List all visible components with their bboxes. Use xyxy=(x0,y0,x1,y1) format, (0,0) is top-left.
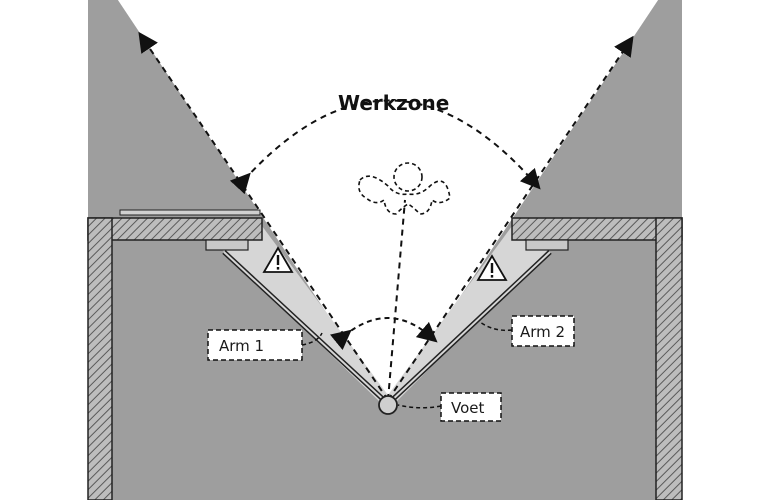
work-zone-area xyxy=(118,0,658,405)
arm-2-shade xyxy=(388,226,548,402)
warning-triangle-icon xyxy=(262,246,294,273)
person-outline-icon xyxy=(358,162,451,215)
foot-pivot xyxy=(378,395,398,415)
bracket-right xyxy=(525,239,569,251)
label-arm-2: Arm 2 xyxy=(479,315,575,347)
label-arm-1: Arm 1 xyxy=(207,329,323,361)
arms xyxy=(222,250,552,404)
diagram-title: Werkzone xyxy=(338,91,449,115)
label-foot: Voet xyxy=(397,392,502,422)
svg-text:Arm 2: Arm 2 xyxy=(520,323,565,341)
svg-text:Voet: Voet xyxy=(451,399,485,417)
warning-triangle-icon xyxy=(476,254,508,281)
walls xyxy=(87,209,683,500)
bracket-left xyxy=(205,239,249,251)
svg-text:Arm 1: Arm 1 xyxy=(219,337,264,355)
angle-arc xyxy=(329,317,438,351)
work-zone-arc xyxy=(229,99,541,195)
arm-1-shade xyxy=(222,226,388,402)
